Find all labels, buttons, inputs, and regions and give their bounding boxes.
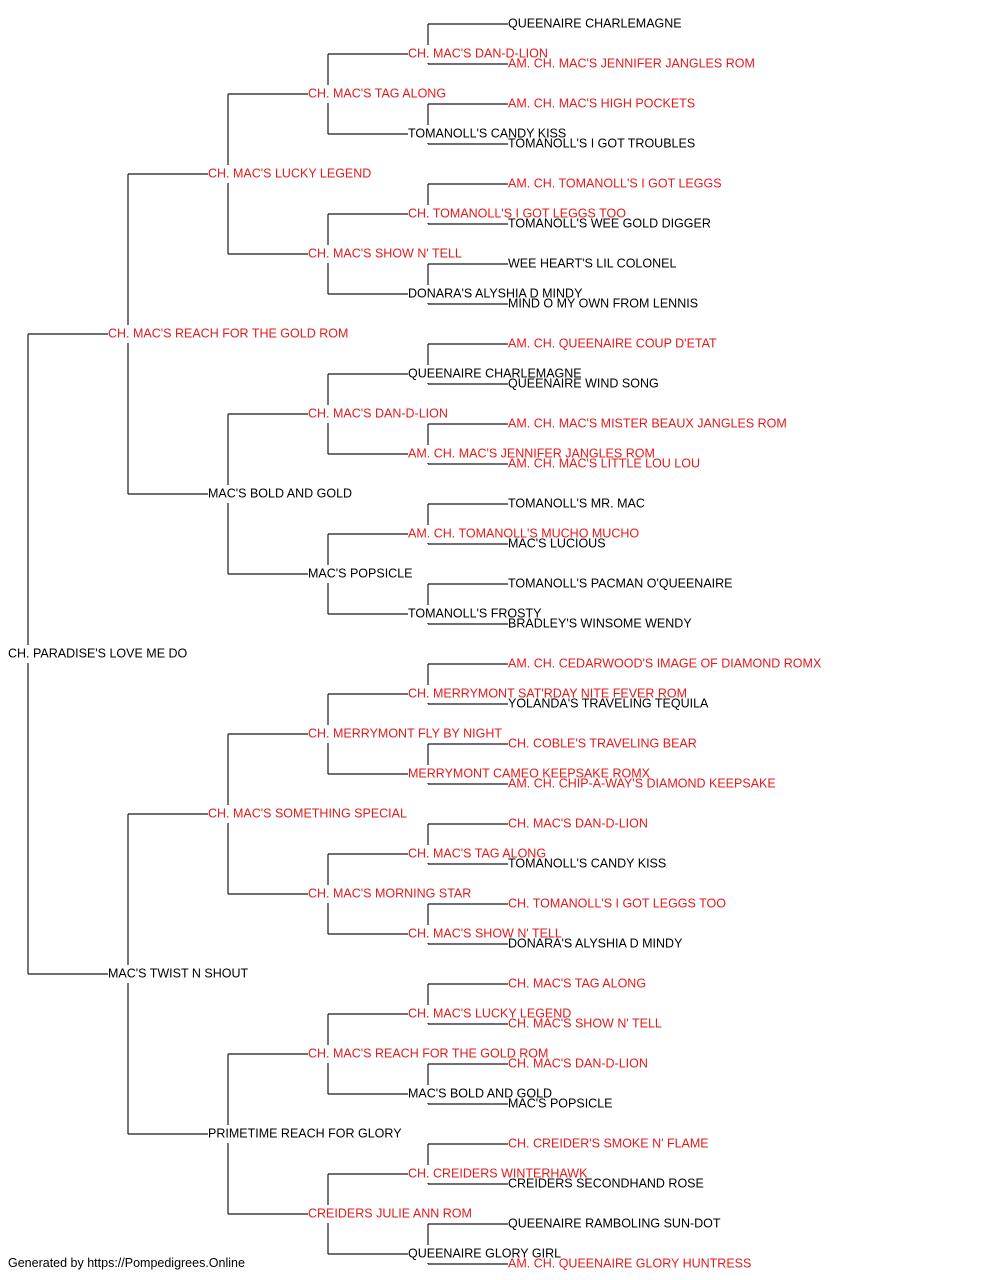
ancestor-name: AM. CH. QUEENAIRE GLORY HUNTRESS [508, 1256, 751, 1270]
ancestor-name: AM. CH. MAC'S HIGH POCKETS [508, 96, 695, 110]
ancestor-name: MAC'S LUCIOUS [508, 536, 606, 550]
ancestor-name: MAC'S POPSICLE [508, 1096, 613, 1110]
ancestor-name: TOMANOLL'S FROSTY [408, 606, 542, 620]
ancestor-name: CREIDERS SECONDHAND ROSE [508, 1176, 704, 1190]
ancestor-name: BRADLEY'S WINSOME WENDY [508, 616, 692, 630]
ancestor-name: AM. CH. TOMANOLL'S MUCHO MUCHO [408, 526, 639, 540]
ancestor-name: CREIDERS JULIE ANN ROM [308, 1206, 472, 1220]
ancestor-name: TOMANOLL'S I GOT TROUBLES [508, 136, 695, 150]
ancestor-name: CH. MERRYMONT SAT'RDAY NITE FEVER ROM [408, 686, 687, 700]
ancestor-name: CH. MAC'S LUCKY LEGEND [408, 1006, 571, 1020]
ancestor-name: QUEENAIRE CHARLEMAGNE [508, 16, 682, 30]
ancestor-name: QUEENAIRE WIND SONG [508, 376, 659, 390]
ancestor-name: CH. COBLE'S TRAVELING BEAR [508, 736, 697, 750]
ancestor-name: CH. MAC'S REACH FOR THE GOLD ROM [308, 1046, 548, 1060]
ancestor-name: PRIMETIME REACH FOR GLORY [208, 1126, 402, 1140]
ancestor-name: AM. CH. MAC'S LITTLE LOU LOU [508, 456, 700, 470]
ancestor-name: TOMANOLL'S MR. MAC [508, 496, 645, 510]
ancestor-name: TOMANOLL'S WEE GOLD DIGGER [508, 216, 711, 230]
ancestor-name: CH. MAC'S SHOW N' TELL [408, 926, 562, 940]
ancestor-name: AM. CH. MAC'S JENNIFER JANGLES ROM [408, 446, 655, 460]
ancestor-name: MAC'S POPSICLE [308, 566, 413, 580]
ancestor-name: CH. MERRYMONT FLY BY NIGHT [308, 726, 502, 740]
ancestor-name: CH. MAC'S DAN-D-LION [308, 406, 448, 420]
ancestor-name: WEE HEART'S LIL COLONEL [508, 256, 676, 270]
ancestor-name: CH. MAC'S TAG ALONG [508, 976, 646, 990]
ancestor-name: AM. CH. MAC'S JENNIFER JANGLES ROM [508, 56, 755, 70]
ancestor-name: CH. TOMANOLL'S I GOT LEGGS TOO [508, 896, 726, 910]
ancestor-name: DONARA'S ALYSHIA D MINDY [408, 286, 583, 300]
ancestor-name: AM. CH. CEDARWOOD'S IMAGE OF DIAMOND ROM… [508, 656, 822, 670]
ancestor-name: CH. MAC'S DAN-D-LION [508, 816, 648, 830]
footer-credit: Generated by https://Pompedigrees.Online [8, 1256, 245, 1270]
ancestor-name: CH. CREIDER'S SMOKE N' FLAME [508, 1136, 709, 1150]
subject-dog-name: CH. PARADISE'S LOVE ME DO [8, 646, 188, 660]
ancestor-name: QUEENAIRE RAMBOLING SUN-DOT [508, 1216, 721, 1230]
ancestor-name: QUEENAIRE CHARLEMAGNE [408, 366, 582, 380]
ancestor-name: CH. CREIDERS WINTERHAWK [408, 1166, 588, 1180]
ancestor-name: CH. MAC'S MORNING STAR [308, 886, 471, 900]
ancestor-name: CH. MAC'S DAN-D-LION [508, 1056, 648, 1070]
ancestor-name: MIND O MY OWN FROM LENNIS [508, 296, 698, 310]
ancestor-name: CH. MAC'S TAG ALONG [308, 86, 446, 100]
ancestor-name: CH. MAC'S REACH FOR THE GOLD ROM [108, 326, 348, 340]
ancestor-name: DONARA'S ALYSHIA D MINDY [508, 936, 683, 950]
ancestor-name: AM. CH. CHIP-A-WAY'S DIAMOND KEEPSAKE [508, 776, 776, 790]
ancestor-name: CH. MAC'S SHOW N' TELL [508, 1016, 662, 1030]
ancestor-name: MAC'S BOLD AND GOLD [208, 486, 352, 500]
ancestor-name: MAC'S BOLD AND GOLD [408, 1086, 552, 1100]
ancestor-name: CH. MAC'S SOMETHING SPECIAL [208, 806, 407, 820]
ancestor-name: CH. MAC'S LUCKY LEGEND [208, 166, 371, 180]
ancestor-name: TOMANOLL'S PACMAN O'QUEENAIRE [508, 576, 733, 590]
ancestor-name: CH. MAC'S TAG ALONG [408, 846, 546, 860]
ancestor-name: AM. CH. TOMANOLL'S I GOT LEGGS [508, 176, 722, 190]
ancestor-name: AM. CH. QUEENAIRE COUP D'ETAT [508, 336, 717, 350]
ancestor-name: YOLANDA'S TRAVELING TEQUILA [508, 696, 709, 710]
ancestor-name: QUEENAIRE GLORY GIRL [408, 1246, 561, 1260]
ancestor-name: TOMANOLL'S CANDY KISS [408, 126, 566, 140]
ancestor-name: MAC'S TWIST N SHOUT [108, 966, 248, 980]
ancestor-name: MERRYMONT CAMEO KEEPSAKE ROMX [408, 766, 651, 780]
ancestor-name: CH. TOMANOLL'S I GOT LEGGS TOO [408, 206, 626, 220]
ancestor-name: CH. MAC'S DAN-D-LION [408, 46, 548, 60]
ancestor-name: TOMANOLL'S CANDY KISS [508, 856, 666, 870]
ancestor-name: CH. MAC'S SHOW N' TELL [308, 246, 462, 260]
ancestor-name: AM. CH. MAC'S MISTER BEAUX JANGLES ROM [508, 416, 787, 430]
